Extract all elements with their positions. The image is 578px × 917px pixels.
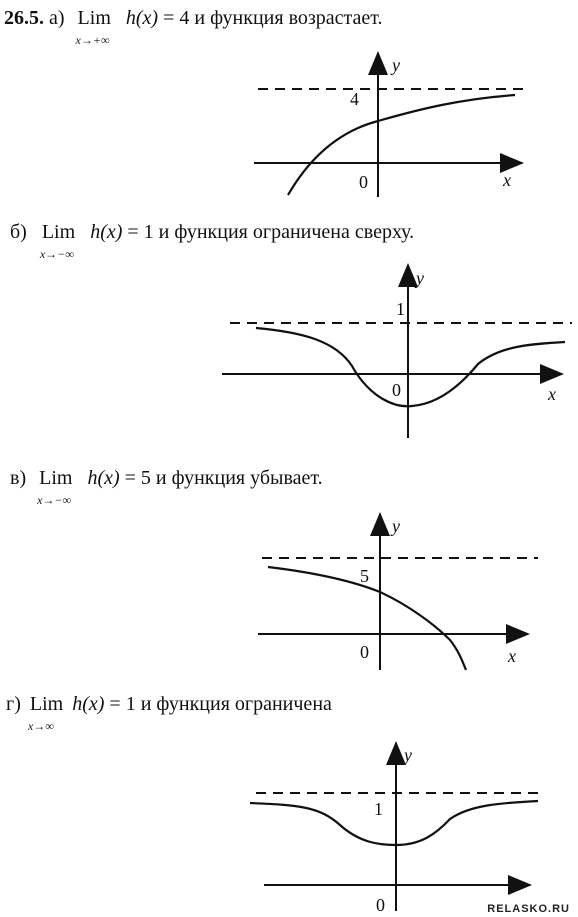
limit-operator: Lim x→−∞ bbox=[37, 466, 72, 507]
limit-operator: Lim x→−∞ bbox=[40, 220, 75, 261]
y-axis-label: y bbox=[414, 268, 424, 288]
limit-condition: = 4 и функция возрастает. bbox=[163, 7, 383, 29]
origin-label: 0 bbox=[392, 380, 401, 400]
problem-b-statement: б) Lim x→−∞ h(x) = 1 и функция ограничен… bbox=[10, 220, 415, 261]
origin-label: 0 bbox=[376, 895, 385, 915]
graph-a: y 4 0 x bbox=[254, 51, 530, 197]
limit-condition: = 1 и функция ограничена bbox=[109, 693, 332, 715]
limit-subscript: x→−∞ bbox=[37, 493, 72, 507]
y-axis-label: y bbox=[390, 516, 400, 536]
site-watermark: RELASKO.RU bbox=[487, 903, 570, 915]
problem-d-statement: г) Lim x→∞ h(x) = 1 и функция ограничена bbox=[6, 692, 332, 733]
origin-label: 0 bbox=[360, 642, 369, 662]
function-expression: h(x) bbox=[72, 693, 105, 715]
part-label: а) bbox=[49, 7, 65, 29]
limit-subscript: x→∞ bbox=[27, 719, 54, 733]
problem-number: 26.5. bbox=[4, 7, 44, 29]
x-axis-label: x bbox=[547, 384, 556, 404]
function-curve bbox=[255, 326, 566, 408]
function-expression: h(x) bbox=[87, 467, 120, 489]
function-expression: h(x) bbox=[125, 7, 159, 29]
origin-label: 0 bbox=[359, 172, 368, 192]
problem-a-statement: 26.5. а) Lim x→+∞ h(x) = 4 и функция воз… bbox=[4, 6, 383, 47]
function-curve bbox=[287, 93, 516, 196]
x-axis-label: x bbox=[507, 646, 516, 666]
y-axis-label: y bbox=[390, 55, 400, 75]
problem-c-statement: в) Lim x→−∞ h(x) = 5 и функция убывает. bbox=[10, 466, 323, 507]
part-label: в) bbox=[10, 467, 27, 489]
function-expression: h(x) bbox=[90, 221, 123, 243]
function-curve bbox=[249, 799, 539, 847]
graph-d: y 1 0 bbox=[249, 741, 540, 915]
x-axis-label: x bbox=[502, 170, 511, 190]
limit-operator: Lim x→+∞ bbox=[76, 6, 111, 47]
limit-condition: = 5 и функция убывает. bbox=[124, 467, 323, 489]
graph-c: y 5 0 x bbox=[258, 512, 538, 671]
limit-subscript: x→+∞ bbox=[75, 33, 110, 47]
limit-condition: = 1 и функция ограничена сверху. bbox=[127, 221, 415, 243]
limit-operator: Lim x→∞ bbox=[28, 692, 63, 733]
graph-b: y 1 0 x bbox=[222, 263, 572, 438]
asymptote-label: 5 bbox=[360, 566, 369, 586]
y-axis-label: y bbox=[402, 745, 412, 765]
part-label: г) bbox=[6, 693, 21, 715]
asymptote-label: 1 bbox=[374, 799, 383, 819]
limit-subscript: x→−∞ bbox=[39, 247, 74, 261]
asymptote-label: 4 bbox=[350, 89, 359, 109]
asymptote-label: 1 bbox=[396, 299, 405, 319]
part-label: б) bbox=[10, 221, 27, 243]
function-curve bbox=[267, 565, 468, 671]
